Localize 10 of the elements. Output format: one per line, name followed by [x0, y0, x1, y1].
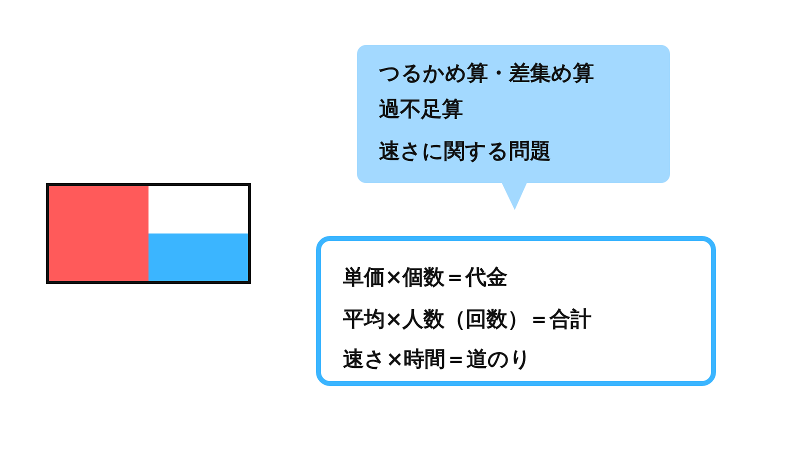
text-line: 平均×人数（回数）＝合計 [343, 307, 592, 332]
area-diagram [46, 183, 251, 284]
text-line: 速さに関する問題 [379, 139, 551, 164]
bubble-pointer [501, 182, 528, 210]
text-line: 速さ×時間＝道のり [343, 347, 532, 372]
text-line: 過不足算 [379, 97, 463, 122]
speech-bubble [357, 45, 670, 183]
formula-box [316, 236, 716, 386]
text-line: つるかめ算・差集め算 [379, 61, 594, 86]
text-line: 単価×個数＝代金 [343, 265, 508, 290]
